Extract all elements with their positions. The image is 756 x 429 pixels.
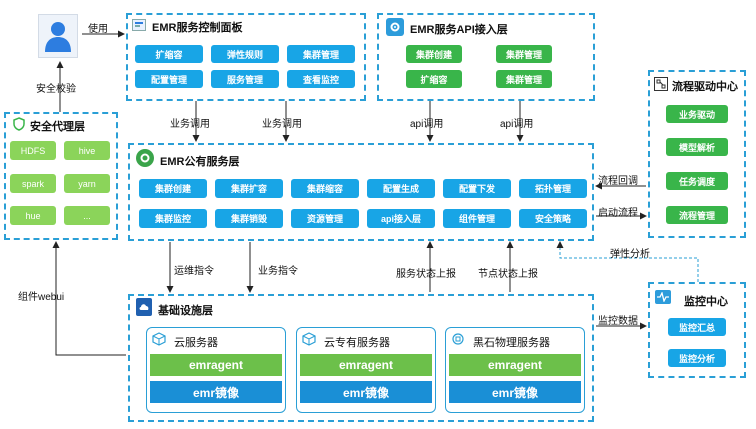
label-component-webui: 组件webui	[18, 292, 65, 303]
label-node-report: 节点状态上报	[478, 269, 538, 280]
ps-config-generate-button[interactable]: 配置生成	[367, 179, 435, 198]
security-check-label: 安全校验	[36, 84, 76, 95]
user-icon	[45, 22, 71, 52]
label-business-call-2: 业务调用	[262, 119, 302, 130]
emragent-dedicated: emragent	[300, 354, 432, 376]
monitor-summary-button[interactable]: 监控汇总	[668, 318, 726, 336]
workflow-center	[648, 70, 746, 238]
api-cluster-manage-button[interactable]: 集群管理	[496, 45, 552, 63]
arrow-elastic-analysis	[556, 241, 699, 282]
cp-view-monitor-button[interactable]: 查看监控	[287, 70, 355, 88]
ps-security-policy-button[interactable]: 安全策略	[519, 209, 587, 228]
workflow-title: 流程驱动中心	[672, 81, 738, 93]
label-business-call-1: 业务调用	[170, 119, 210, 130]
ps-cluster-create-button[interactable]: 集群创建	[139, 179, 207, 198]
label-api-call-1: api调用	[410, 119, 444, 130]
public-service-title: EMR公有服务层	[160, 156, 240, 168]
shield-icon	[12, 117, 26, 131]
emragent-bare-metal: emragent	[449, 354, 581, 376]
monitor-analysis-button[interactable]: 监控分析	[668, 349, 726, 367]
proxy-more[interactable]: ...	[64, 206, 110, 225]
control-panel	[126, 13, 366, 101]
ps-resource-manage-button[interactable]: 资源管理	[291, 209, 359, 228]
proxy-hive[interactable]: hive	[64, 141, 110, 160]
proxy-spark[interactable]: spark	[10, 174, 56, 193]
ps-cluster-monitor-button[interactable]: 集群监控	[139, 209, 207, 228]
monitor-center	[648, 282, 746, 378]
ps-cluster-expand-button[interactable]: 集群扩容	[215, 179, 283, 198]
infra-title: 基础设施层	[158, 305, 213, 317]
chip-icon	[451, 332, 465, 346]
workflow-icon	[654, 77, 668, 91]
cube-icon	[302, 332, 316, 346]
control-panel-title: EMR服务控制面板	[152, 22, 243, 34]
ps-topology-manage-button[interactable]: 拓扑管理	[519, 179, 587, 198]
cloud-server-icon	[136, 298, 152, 316]
api-layer	[377, 13, 595, 101]
infrastructure-layer	[128, 294, 594, 422]
panel-icon	[132, 19, 146, 31]
use-label: 使用	[88, 24, 108, 35]
emr-image-bare-metal: emr镜像	[449, 381, 581, 403]
security-proxy-title: 安全代理层	[30, 121, 85, 133]
security-proxy-layer	[4, 112, 118, 240]
proxy-yarn[interactable]: yarn	[64, 174, 110, 193]
ps-config-dispatch-button[interactable]: 配置下发	[443, 179, 511, 198]
label-elastic-analysis: 弹性分析	[610, 249, 650, 260]
label-ops-cmd: 运维指令	[174, 266, 214, 277]
ps-component-manage-button[interactable]: 组件管理	[443, 209, 511, 228]
ps-cluster-shrink-button[interactable]: 集群缩容	[291, 179, 359, 198]
label-api-call-2: api调用	[500, 119, 534, 130]
wf-task-schedule-button[interactable]: 任务调度	[666, 172, 728, 190]
api-cluster-create-button[interactable]: 集群创建	[406, 45, 462, 63]
ps-api-access-button[interactable]: api接入层	[367, 209, 435, 228]
emragent-cloud: emragent	[150, 354, 282, 376]
emr-image-cloud: emr镜像	[150, 381, 282, 403]
wf-model-parse-button[interactable]: 模型解析	[666, 138, 728, 156]
server-name-cloud: 云服务器	[174, 337, 218, 349]
user-avatar	[38, 14, 78, 58]
emr-image-dedicated: emr镜像	[300, 381, 432, 403]
wf-business-drive-button[interactable]: 业务驱动	[666, 105, 728, 123]
arrow-component-webui	[52, 241, 126, 356]
proxy-hdfs[interactable]: HDFS	[10, 141, 56, 160]
proxy-hue[interactable]: hue	[10, 206, 56, 225]
server-name-bare-metal: 黑石物理服务器	[473, 337, 550, 349]
cp-service-manage-button[interactable]: 服务管理	[211, 70, 279, 88]
gear-icon	[386, 18, 404, 36]
cube-icon	[152, 332, 166, 346]
api-scale-button[interactable]: 扩缩容	[406, 70, 462, 88]
ps-cluster-destroy-button[interactable]: 集群销毁	[215, 209, 283, 228]
cp-scale-button[interactable]: 扩缩容	[135, 45, 203, 63]
api-layer-title: EMR服务API接入层	[410, 24, 508, 36]
label-biz-cmd: 业务指令	[258, 266, 298, 277]
wf-flow-manage-button[interactable]: 流程管理	[666, 206, 728, 224]
public-service-layer	[128, 143, 594, 241]
api-cluster-manage-button-2[interactable]: 集群管理	[496, 70, 552, 88]
cp-elastic-rule-button[interactable]: 弹性规则	[211, 45, 279, 63]
label-flow-callback: 流程回调	[598, 176, 638, 187]
emr-gear-icon	[136, 149, 154, 167]
label-start-flow: 启动流程	[598, 208, 638, 219]
server-name-dedicated: 云专有服务器	[324, 337, 390, 349]
pulse-icon	[655, 290, 671, 304]
cp-config-manage-button[interactable]: 配置管理	[135, 70, 203, 88]
label-monitor-data: 监控数据	[598, 316, 638, 327]
cp-cluster-manage-button[interactable]: 集群管理	[287, 45, 355, 63]
label-svc-report: 服务状态上报	[396, 269, 456, 280]
monitor-title: 监控中心	[684, 296, 728, 308]
